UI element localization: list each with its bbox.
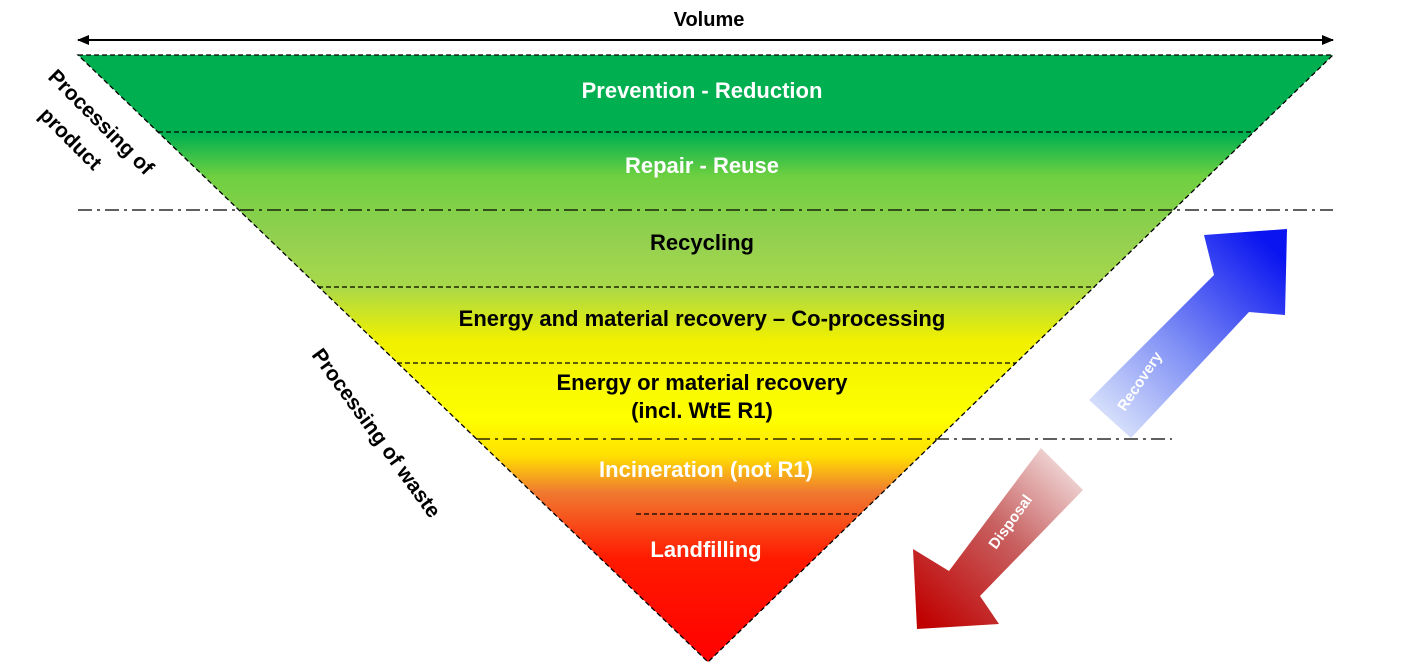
level-label-landfilling: Landfilling [650,537,761,562]
level-label-energy-recovery: Energy or material recovery [556,370,848,395]
level-labels: Prevention - Reduction Repair - Reuse Re… [459,78,946,562]
volume-label: Volume [674,9,745,31]
level-label-energy-co-processing: Energy and material recovery – Co-proces… [459,306,946,331]
level-label-prevention: Prevention - Reduction [582,78,823,103]
level-dividers [158,131,1254,515]
level-label-incineration: Incineration (not R1) [599,457,813,482]
level-label-repair: Repair - Reuse [625,153,779,178]
level-label-energy-recovery-note: (incl. WtE R1) [631,398,773,423]
level-label-recycling: Recycling [650,230,754,255]
boundary-lines [78,209,1333,440]
disposal-arrow: Disposal [913,448,1083,629]
pyramid [76,54,1335,663]
